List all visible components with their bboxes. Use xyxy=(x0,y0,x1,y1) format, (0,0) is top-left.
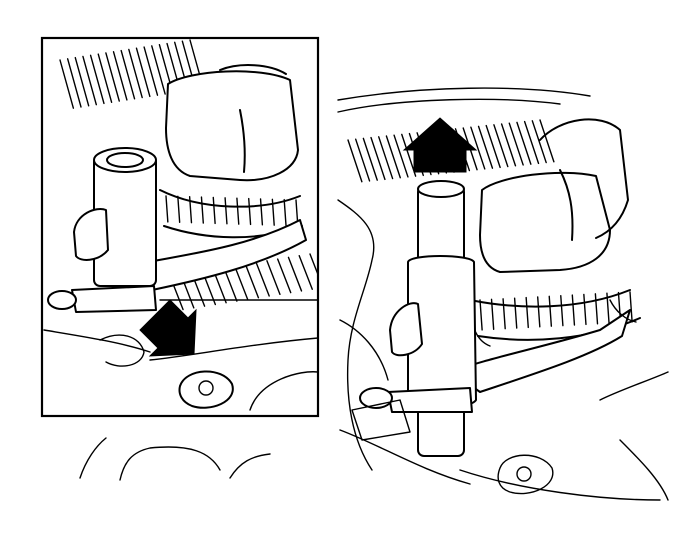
gear-tooth xyxy=(135,47,151,98)
gear-tooth xyxy=(548,295,553,327)
gear-tooth xyxy=(66,58,82,108)
sleeve-edge xyxy=(539,118,629,241)
gear-tooth xyxy=(244,263,260,299)
gear-tooth xyxy=(393,134,409,178)
lower-housing xyxy=(79,299,319,481)
gear-tooth xyxy=(470,126,486,170)
gear-tooth xyxy=(490,298,495,331)
gear-tooth xyxy=(188,196,193,224)
gear-tooth xyxy=(97,53,113,103)
gear-tooth xyxy=(236,197,240,225)
gear-tooth xyxy=(354,138,371,182)
gear-tooth xyxy=(516,121,532,165)
housing-lower-edge xyxy=(339,319,669,401)
gear-tooth xyxy=(502,298,506,330)
gear-tooth xyxy=(477,125,494,169)
mount-lug xyxy=(497,454,554,495)
inset-mount-lug xyxy=(178,370,234,409)
arrow-down-right-icon xyxy=(139,299,197,357)
gear-tooth xyxy=(309,253,318,277)
inset-frame xyxy=(40,36,320,418)
gear-tooth xyxy=(485,124,501,169)
gear-tooth xyxy=(105,52,120,102)
inset-base xyxy=(43,329,318,411)
shift-rail-top xyxy=(417,180,465,198)
inset-gear-teeth xyxy=(165,195,299,227)
arrow-up-icon xyxy=(402,117,478,173)
main-view xyxy=(337,87,669,501)
mount-hole xyxy=(516,466,532,482)
gear-tooth xyxy=(120,49,136,100)
inset-view xyxy=(42,38,318,416)
inset-pivot-bolt xyxy=(47,290,77,310)
gear-tooth xyxy=(523,120,540,165)
gear-tooth xyxy=(59,59,75,109)
inset-sleeve-bore xyxy=(106,152,144,168)
shift-fork-arm xyxy=(451,309,631,393)
inset-fork-clamp xyxy=(73,208,109,261)
gear-tooth xyxy=(401,133,417,177)
gear-tooth xyxy=(531,120,547,164)
fork-lower-pad xyxy=(387,387,473,413)
gear-tooth xyxy=(224,197,228,225)
synchro-sleeve xyxy=(479,171,611,273)
gear-tooth xyxy=(287,256,303,292)
gear-tooth xyxy=(255,261,270,297)
inset-fork-arm xyxy=(147,219,307,291)
gear-tooth xyxy=(378,136,394,180)
gear-tooth xyxy=(271,198,275,226)
gear-tooth xyxy=(165,195,169,223)
gear-tooth xyxy=(583,293,587,326)
gear-tooth xyxy=(508,122,524,166)
gear-tooth xyxy=(233,265,249,301)
gear-tooth xyxy=(266,260,281,296)
gear-tooth xyxy=(128,48,143,99)
gear-tooth xyxy=(539,119,555,163)
gear-tooth xyxy=(74,56,90,107)
inset-mount-hole xyxy=(198,380,214,396)
gear-tooth xyxy=(513,297,518,329)
gear-tooth xyxy=(629,291,633,323)
gear-tooth xyxy=(571,294,576,326)
gear-tooth xyxy=(385,135,401,179)
gear-tooth xyxy=(200,196,204,224)
inset-fork-pad xyxy=(71,285,157,313)
gear-tooth xyxy=(177,195,181,223)
bolt-plate xyxy=(351,399,411,441)
gear-tooth xyxy=(283,198,287,227)
gear-tooth xyxy=(362,137,378,181)
gear-tooth xyxy=(276,258,292,294)
gear-tooth xyxy=(212,196,216,225)
gear-tooth xyxy=(370,136,386,181)
gear-tooth xyxy=(594,293,599,325)
gear-tooth xyxy=(536,296,541,328)
gear-tooth xyxy=(89,54,105,105)
inset-block-edge xyxy=(219,64,287,173)
gear-tooth xyxy=(560,294,564,327)
gear-tooth xyxy=(298,254,313,290)
gear-tooth xyxy=(82,55,98,106)
housing-outline xyxy=(337,87,669,501)
gear-tooth xyxy=(248,197,252,226)
gear-tooth xyxy=(500,123,517,167)
fork-clamp xyxy=(389,302,423,357)
gear-tooth xyxy=(151,45,166,95)
gear-tooth xyxy=(347,139,363,183)
gear-tooth xyxy=(525,296,529,329)
gear-tooth xyxy=(606,292,610,324)
gear-tooth xyxy=(493,124,509,168)
inset-synchro-block xyxy=(165,70,299,182)
gear-tooth xyxy=(259,198,264,226)
gear-tooth xyxy=(143,46,159,96)
gear-tooth xyxy=(112,51,128,101)
gear-tooth xyxy=(479,299,483,331)
